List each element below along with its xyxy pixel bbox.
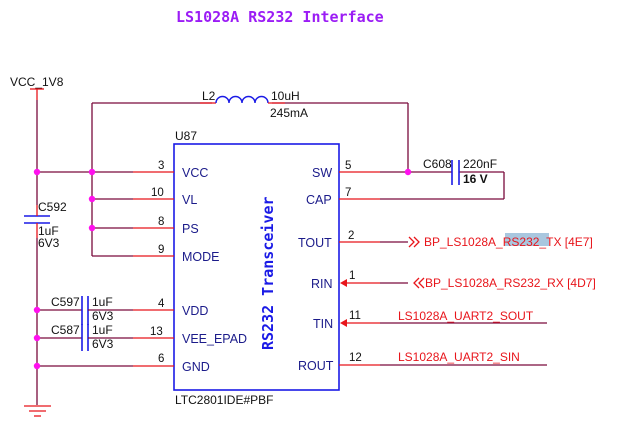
c587-ref: C587 [51, 323, 80, 337]
junction-dot [33, 334, 41, 342]
right-pin-sw: 5 SW [312, 160, 452, 180]
ic-function-label: RS232 Transceiver [259, 196, 277, 350]
pin-number: 4 [158, 298, 165, 310]
c608-voltage: 16 V [463, 172, 488, 186]
pin-number: 11 [349, 310, 361, 322]
text-selection-highlight [505, 233, 549, 246]
input-arrow-icon [340, 319, 347, 327]
pin-number: 9 [158, 244, 164, 256]
junction-dot [33, 168, 41, 176]
junction-dot [88, 224, 96, 232]
offpage-out-icon [408, 236, 420, 248]
pin-name: VDD [182, 304, 208, 318]
junction-dot [33, 362, 41, 370]
schematic-title: LS1028A RS232 Interface [176, 8, 384, 26]
ic-part-number: LTC2801IDE#PBF [175, 393, 274, 407]
left-pin-mode: 9 MODE [92, 244, 220, 264]
junction-dot [404, 168, 412, 176]
c592-ref: C592 [38, 200, 67, 214]
right-pin-tin: 11 TIN [313, 310, 547, 331]
pin-number: 13 [150, 326, 163, 338]
net-tx-prefix: BP_LS1028A_ [424, 235, 503, 249]
pin-number: 7 [345, 187, 351, 199]
c597-voltage: 6V3 [92, 309, 114, 323]
c587-voltage: 6V3 [92, 337, 114, 351]
pin-name: CAP [306, 193, 332, 207]
pin-number: 8 [158, 216, 164, 228]
pin-number: 5 [345, 160, 351, 172]
pin-number: 6 [158, 353, 164, 365]
pin-name: MODE [182, 250, 220, 264]
c608-ref: C608 [423, 157, 452, 171]
power-net-label: VCC_1V8 [10, 75, 64, 89]
ic-body [173, 143, 340, 391]
c597-ref: C597 [51, 295, 80, 309]
left-pin-vee-epad: 13 VEE_EPAD [37, 324, 247, 351]
inductor-ref: L2 [202, 89, 216, 103]
pin-name: RIN [311, 277, 333, 291]
junction-dot [88, 195, 96, 203]
right-pin-cap: 7 CAP [306, 171, 505, 207]
net-sout-label[interactable]: LS1028A_UART2_SOUT [398, 309, 534, 323]
net-tx-suffix: TX [4E7] [546, 235, 593, 249]
left-pin-vl: 10 VL [92, 187, 197, 207]
net-tx-label[interactable]: BP_LS1028A_RS232_TX [4E7] [424, 235, 593, 249]
pin-number: 10 [151, 187, 164, 199]
pin-name: VCC [182, 166, 208, 180]
c587-value: 1uF [92, 323, 113, 337]
c592-value: 1uF [38, 224, 59, 238]
net-rx-label[interactable]: BP_LS1028A_RS232_RX [4D7] [425, 276, 596, 290]
inductor-value: 10uH [271, 89, 300, 103]
ic-ref: U87 [175, 129, 197, 143]
right-pin-tout: 2 TOUT [298, 230, 408, 250]
left-pin-ps: 8 PS [92, 216, 199, 236]
pin-name: VL [182, 193, 197, 207]
net-sin-label[interactable]: LS1028A_UART2_SIN [398, 350, 520, 364]
right-pin-rin: 1 RIN [311, 270, 408, 291]
left-pin-vcc: 3 VCC [37, 160, 208, 180]
pin-name: TIN [313, 317, 333, 331]
pin-number: 1 [349, 270, 355, 282]
pin-name: TOUT [298, 236, 332, 250]
left-pin-gnd: 6 GND [37, 353, 210, 374]
pin-name: SW [312, 166, 332, 180]
left-pin-vdd: 4 VDD [37, 296, 208, 325]
offpage-in-icon [413, 277, 425, 289]
c592-voltage: 6V3 [38, 236, 60, 250]
input-arrow-icon [340, 279, 347, 287]
c608-value: 220nF [463, 157, 497, 171]
junction-dot [33, 306, 41, 314]
pin-name: GND [182, 360, 210, 374]
right-pin-rout: 12 ROUT [298, 352, 547, 373]
pin-number: 2 [348, 230, 354, 242]
junction-dot [88, 168, 96, 176]
pin-name: ROUT [298, 359, 334, 373]
pin-name: VEE_EPAD [182, 332, 247, 346]
pin-number: 3 [158, 160, 164, 172]
inductor-coil-icon [215, 95, 269, 104]
inductor-rating: 245mA [270, 106, 308, 120]
net-tx-highlight: RS232_ [503, 235, 547, 249]
c597-value: 1uF [92, 295, 113, 309]
pin-number: 12 [349, 352, 362, 364]
pin-name: PS [182, 222, 199, 236]
